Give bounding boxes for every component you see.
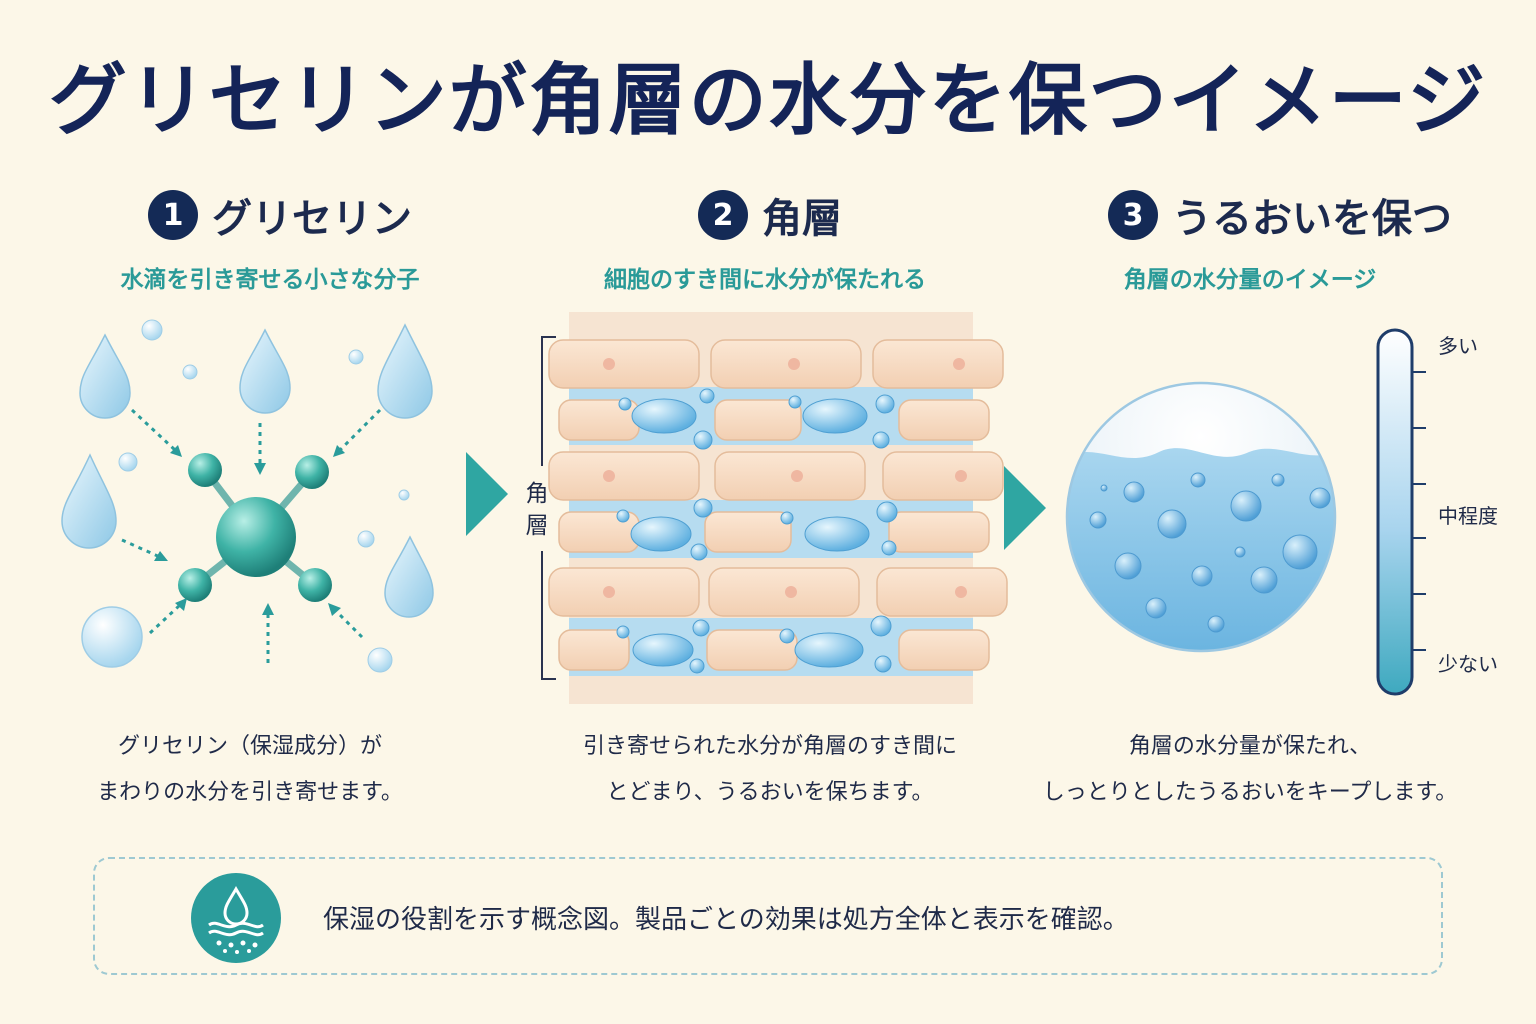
water-bubble	[357, 530, 375, 548]
step-2-description-line: 引き寄せられた水分が角層のすき間に	[582, 734, 957, 759]
flow-arrow-icon	[1004, 466, 1046, 550]
water-bubble	[81, 606, 143, 668]
note-text: 保湿の役割を示す概念図。製品ごとの効果は処方全体と表示を確認。	[323, 905, 1129, 935]
step-3-header: 3 うるおいを保つ	[1060, 188, 1500, 242]
step-2-description: 引き寄せられた水分が角層のすき間に とどまり、うるおいを保ちます。	[530, 724, 1010, 816]
moisture-scale-gauge	[1376, 328, 1426, 696]
step-1-description-line: グリセリン（保湿成分）が	[117, 734, 382, 759]
step-2-subtitle: 細胞のすき間に水分が保たれる	[604, 267, 926, 293]
molecule-atom	[178, 568, 212, 602]
molecule-center-atom	[216, 497, 296, 577]
water-drop-skin-icon	[191, 873, 281, 963]
step-1-number-badge: 1	[148, 190, 198, 240]
water-drop-icon	[377, 323, 433, 419]
step-2-number-badge: 2	[698, 190, 748, 240]
molecule-atom	[295, 455, 329, 489]
step-3-subtitle: 角層の水分量のイメージ	[1123, 267, 1377, 293]
flow-arrow-icon	[466, 452, 508, 536]
step-3-description: 角層の水分量が保たれ、 しっとりとしたうるおいをキープします。	[1020, 724, 1480, 816]
stratum-corneum-label: 角層	[525, 481, 549, 539]
water-drop-icon	[61, 453, 117, 549]
water-bubble	[398, 489, 410, 501]
step-2-header: 2 角層	[570, 188, 970, 242]
moisture-sphere-illustration	[1065, 381, 1337, 653]
water-bubble	[367, 647, 393, 673]
molecule-atom	[188, 453, 222, 487]
step-3-number-badge: 3	[1108, 190, 1158, 240]
water-bubble	[118, 452, 138, 472]
step-1-header: 1 グリセリン	[80, 188, 480, 242]
water-bubble	[348, 349, 364, 365]
layer-bracket	[541, 336, 556, 680]
scale-label-high: 多い	[1438, 334, 1478, 358]
scale-label-mid: 中程度	[1438, 504, 1498, 528]
step-1-description-line: まわりの水分を引き寄せます。	[97, 780, 403, 805]
page-title: グリセリンが角層の水分を保つイメージ	[48, 56, 1488, 146]
step-1-title: グリセリン	[212, 196, 412, 242]
stratum-corneum-illustration	[548, 312, 1008, 704]
note-box: 保湿の役割を示す概念図。製品ごとの効果は処方全体と表示を確認。	[93, 857, 1443, 975]
water-bubble	[141, 319, 163, 341]
water-drop-icon	[384, 535, 434, 618]
step-1-description: グリセリン（保湿成分）が まわりの水分を引き寄せます。	[40, 724, 460, 816]
step-1-subtitle: 水滴を引き寄せる小さな分子	[120, 267, 420, 293]
step-3-description-line: 角層の水分量が保たれ、	[1128, 734, 1372, 759]
water-drop-icon	[239, 328, 291, 414]
molecule-atom	[298, 568, 332, 602]
glycerin-molecule-illustration	[61, 319, 434, 673]
water-drop-icon	[79, 333, 131, 419]
step-2-description-line: とどまり、うるおいを保ちます。	[606, 780, 934, 805]
step-3-title: うるおいを保つ	[1172, 196, 1452, 242]
step-2-title: 角層	[762, 196, 842, 242]
step-3-description-line: しっとりとしたうるおいをキープします。	[1042, 780, 1458, 805]
water-bubble	[182, 364, 198, 380]
scale-label-low: 少ない	[1438, 652, 1498, 676]
